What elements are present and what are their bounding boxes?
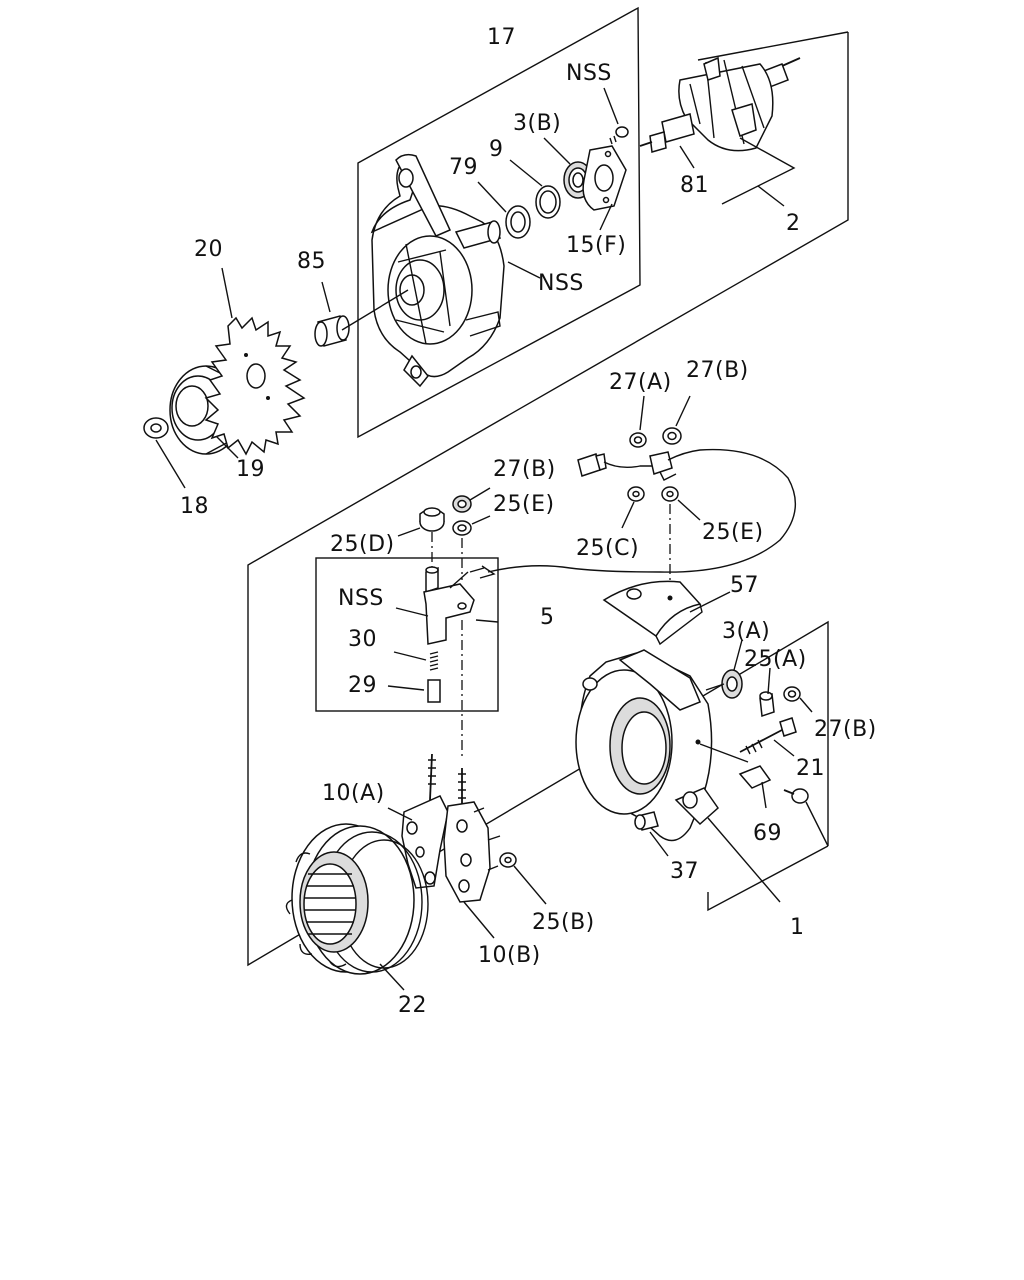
stator-part [285,823,429,991]
callout-nss-mid: NSS [538,271,584,296]
callout-20: 20 [194,237,223,262]
rear-assembly-bracket [707,845,829,912]
insulator-25c-part [621,486,645,529]
callout-57: 57 [730,573,759,598]
bushing-37-part [634,811,669,857]
spacer-collar-part [314,281,350,347]
callout-22: 22 [398,993,427,1018]
bolt-part [739,717,797,757]
callout-labels: 17 2 81 3(B) NSS 9 79 15(F) NSS 85 20 19… [180,25,877,1018]
callout-27b-mid: 27(B) [493,457,556,482]
pulley-nut-part [143,417,186,489]
screw-69-part [783,788,829,847]
callout-nss-top: NSS [566,61,612,86]
fan-part [204,267,306,456]
retainer-plate-part [582,145,627,231]
callout-25d: 25(D) [330,532,395,557]
callout-3a: 3(A) [722,619,770,644]
nut-27b-right-part [783,686,813,713]
spring-part [393,651,439,671]
brush-holder-frame [315,557,499,712]
callout-25a: 25(A) [744,647,807,672]
callout-27a: 27(A) [609,370,672,395]
washer-part [509,159,561,219]
callout-25b: 25(B) [532,910,595,935]
brush-part [387,679,441,703]
insulator-25d-part [397,507,445,572]
terminal-cover-part [602,580,731,646]
callout-69: 69 [753,821,782,846]
nut-27a-part [629,395,647,448]
callout-30: 30 [348,627,377,652]
callout-29: 29 [348,673,377,698]
screw-nss-top-part [603,87,629,145]
insulator-25a-part [759,667,775,718]
callout-37: 37 [670,859,699,884]
insulator-25b-part [499,852,547,905]
callout-79: 79 [449,155,478,180]
callout-27b-right: 27(B) [814,717,877,742]
rectifier-part [387,753,501,939]
callout-2: 2 [786,211,801,236]
main-assembly-frame [247,31,849,967]
callout-25e-right: 25(E) [702,520,764,545]
callout-17: 17 [487,25,516,50]
nut-27b-top-part [662,395,691,445]
callout-9: 9 [489,137,504,162]
callout-85: 85 [297,249,326,274]
callout-3b: 3(B) [513,111,561,136]
front-housing-part [341,153,541,388]
brush-holder-part [395,566,499,645]
callout-5: 5 [540,605,555,630]
callout-18: 18 [180,494,209,519]
callout-nss-brush: NSS [338,586,384,611]
callout-10a: 10(A) [322,781,385,806]
callout-19: 19 [236,457,265,482]
wire-harness-part [479,448,797,579]
nut-27b-mid-part [452,487,491,513]
callout-15f: 15(F) [566,233,626,258]
callout-21: 21 [796,756,825,781]
bracket-69-part [738,765,772,809]
callout-1: 1 [790,915,805,940]
bearing-a-part [705,639,743,699]
rear-housing-part [575,649,781,903]
seal-ring-part [477,181,531,239]
front-housing-frame [357,6,641,439]
insulator-25e-right-part [661,486,701,596]
rotor-part [639,56,801,207]
callout-27b-top: 27(B) [686,358,749,383]
callout-10b: 10(B) [478,943,541,968]
callout-25e-left: 25(E) [493,492,555,517]
callout-81: 81 [680,173,709,198]
callout-25c: 25(C) [576,536,639,561]
insulator-25e-left-part [452,515,491,580]
